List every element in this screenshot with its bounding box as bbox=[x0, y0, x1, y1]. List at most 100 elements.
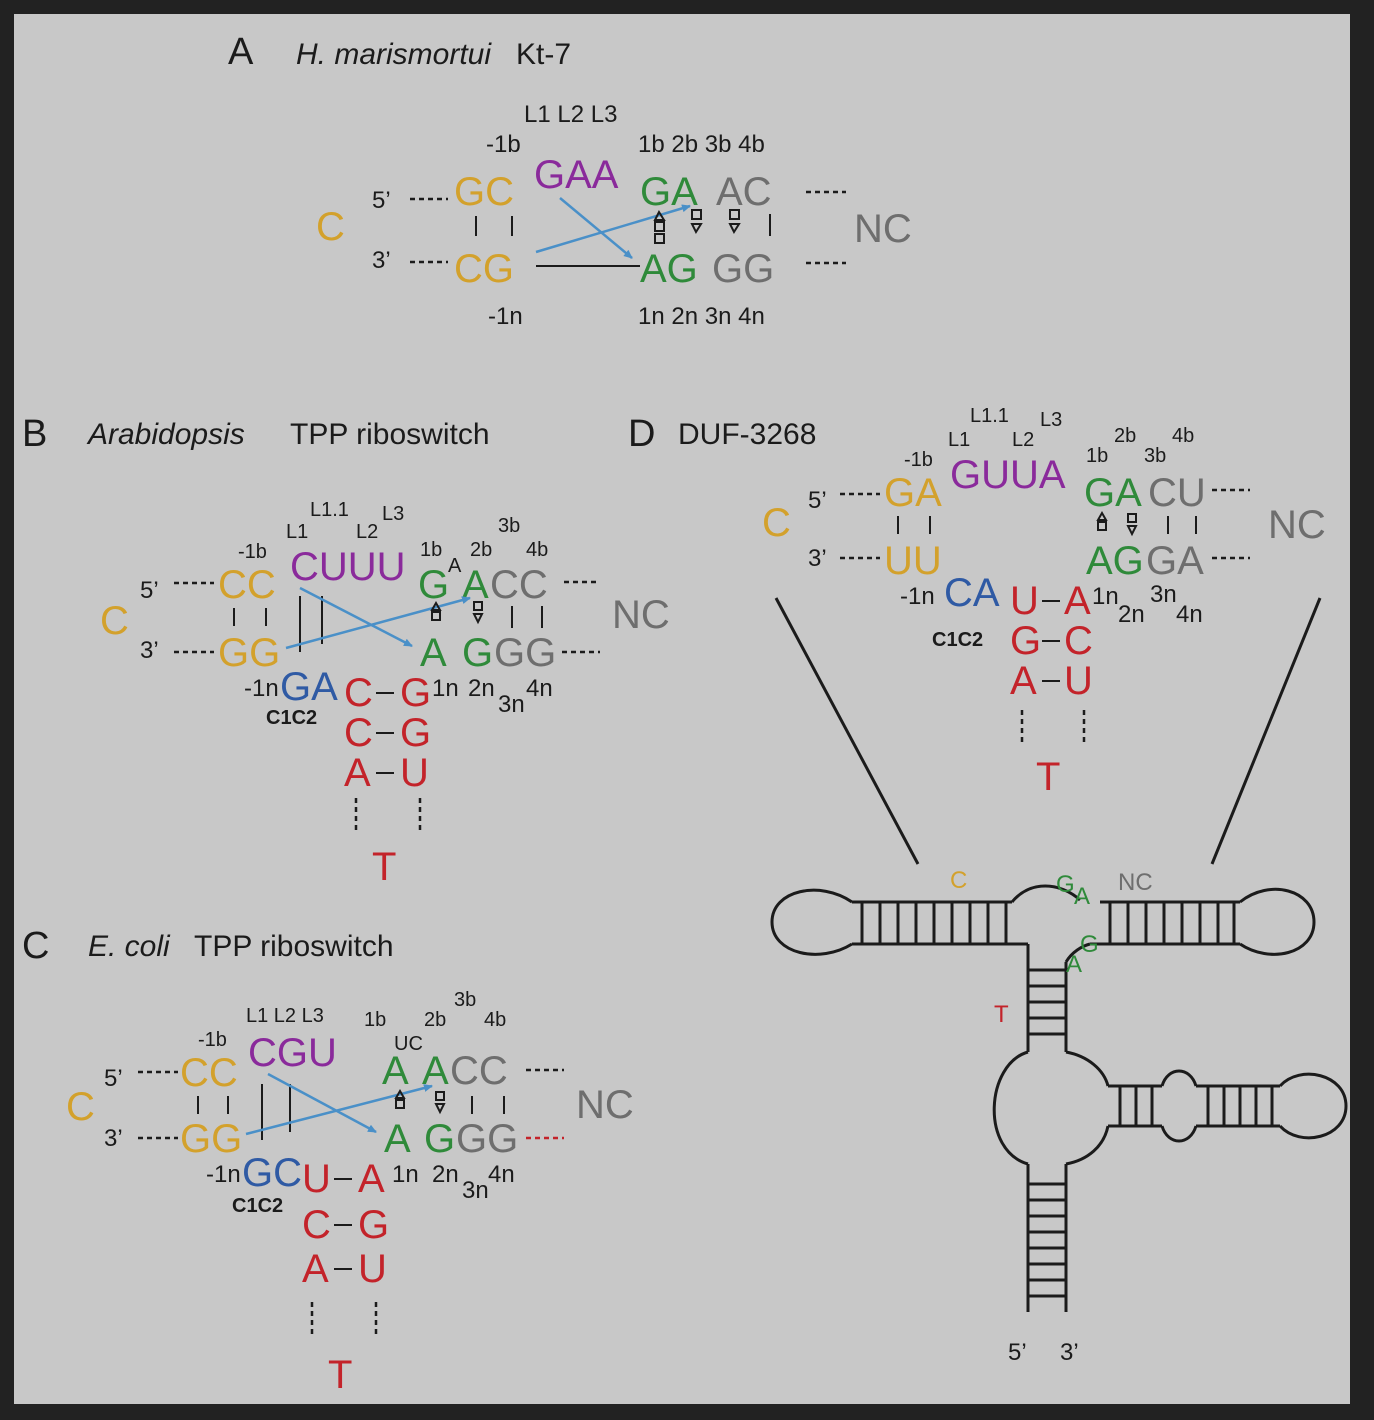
panel-d-c1c2: C1C2 bbox=[932, 629, 983, 651]
figure-panel bbox=[14, 14, 1350, 1404]
panel-c-4n: 4n bbox=[488, 1161, 515, 1188]
panel-d-3b: 3b bbox=[1144, 445, 1166, 467]
panel-c-top-cc: CC bbox=[180, 1051, 238, 1095]
panel-c-five-prime: 5’ bbox=[104, 1065, 123, 1092]
panel-d-letter: D bbox=[628, 413, 655, 455]
panel-d: D DUF-3268 L1.1 L1 L2 L3 -1b 1b 2b 3b 4b… bbox=[628, 405, 1348, 1366]
panel-a-minus1n: -1n bbox=[488, 303, 523, 330]
panel-d-five-prime: 5’ bbox=[808, 487, 827, 514]
overview-c-label: C bbox=[950, 867, 967, 894]
panel-c-title-italic: E. coli bbox=[88, 930, 171, 963]
panel-a-letter: A bbox=[228, 31, 254, 73]
panel-d-2n: 2n bbox=[1118, 601, 1145, 628]
panel-b-title-italic: Arabidopsis bbox=[86, 418, 245, 451]
panel-c-stem1-left: U bbox=[302, 1157, 331, 1201]
panel-b-top-cc: CC bbox=[218, 563, 276, 607]
panel-d-l11: L1.1 bbox=[970, 405, 1009, 427]
panel-b-three-prime: 3’ bbox=[140, 637, 159, 664]
panel-c-stem3-left: A bbox=[302, 1247, 329, 1291]
panel-c-stem2-left: C bbox=[302, 1203, 331, 1247]
panel-a-top-ac: AC bbox=[716, 170, 772, 214]
panel-d-4b: 4b bbox=[1172, 425, 1194, 447]
panel-b-stem2-right: G bbox=[400, 711, 431, 755]
panel-b-top-a: A bbox=[462, 563, 489, 607]
panel-d-minus1n: -1n bbox=[900, 583, 935, 610]
panel-c-bot-gg2: GG bbox=[456, 1117, 518, 1161]
panel-b-minus1n: -1n bbox=[244, 675, 279, 702]
panel-a-bot-cg: CG bbox=[454, 247, 514, 291]
panel-c-3n: 3n bbox=[462, 1177, 489, 1204]
panel-c-bot-g: G bbox=[424, 1117, 455, 1161]
panel-b-4b: 4b bbox=[526, 539, 548, 561]
panel-c: C E. coli TPP riboswitch L1 L2 L3 -1b 1b… bbox=[22, 925, 634, 1397]
panel-c-uc: UC bbox=[394, 1033, 423, 1055]
panel-a-five-prime: 5’ bbox=[372, 187, 391, 214]
overview-five-prime: 5’ bbox=[1008, 1339, 1027, 1366]
panel-b-1n: 1n bbox=[432, 675, 459, 702]
panel-b-stem3-left: A bbox=[344, 751, 371, 795]
overview-nc-label: NC bbox=[1118, 869, 1153, 896]
panel-c-stem2-right: G bbox=[358, 1203, 389, 1247]
panel-d-top-ga2: GA bbox=[1084, 471, 1142, 515]
panel-b-2b: 2b bbox=[470, 539, 492, 561]
panel-c-t-label: T bbox=[328, 1353, 352, 1397]
panel-c-minus1b: -1b bbox=[198, 1029, 227, 1051]
overview-a1: A bbox=[1074, 883, 1090, 910]
panel-d-4n: 4n bbox=[1176, 601, 1203, 628]
panel-c-bot-gg: GG bbox=[180, 1117, 242, 1161]
panel-d-loop: GUUA bbox=[950, 453, 1066, 497]
panel-d-bot-ag: AG bbox=[1086, 539, 1144, 583]
panel-c-letter: C bbox=[22, 925, 49, 967]
panel-b-c-label: C bbox=[100, 599, 129, 643]
panel-b-top-cc2: CC bbox=[490, 563, 548, 607]
panel-a-top-gc: GC bbox=[454, 170, 514, 214]
panel-b-stem2-left: C bbox=[344, 711, 373, 755]
panel-d-title: DUF-3268 bbox=[678, 418, 816, 451]
panel-d-minus1b: -1b bbox=[904, 449, 933, 471]
panel-a-title-italic: H. marismortui bbox=[296, 38, 492, 71]
panel-c-minus1n: -1n bbox=[206, 1161, 241, 1188]
panel-d-stem3-right: U bbox=[1064, 659, 1093, 703]
panel-d-bot-ga: GA bbox=[1146, 539, 1204, 583]
panel-b-stem1-right: G bbox=[400, 671, 431, 715]
panel-c-4b: 4b bbox=[484, 1009, 506, 1031]
panel-a-top-pos-labels: 1b 2b 3b 4b bbox=[638, 131, 765, 158]
panel-d-l3: L3 bbox=[1040, 409, 1062, 431]
overview-g1: G bbox=[1056, 871, 1075, 898]
riboswitch-overview bbox=[770, 884, 1348, 1312]
panel-a-three-prime: 3’ bbox=[372, 247, 391, 274]
panel-b-l3: L3 bbox=[382, 503, 404, 525]
panel-a-bot-gg: GG bbox=[712, 247, 774, 291]
overview-a2: A bbox=[1066, 951, 1082, 978]
panel-c-top-a1: A bbox=[382, 1049, 409, 1093]
panel-b-l11: L1.1 bbox=[310, 499, 349, 521]
panel-c-stem1-right: A bbox=[358, 1157, 385, 1201]
panel-d-nc-label: NC bbox=[1268, 503, 1326, 547]
panel-c-2b: 2b bbox=[424, 1009, 446, 1031]
panel-b-ga: GA bbox=[280, 665, 338, 709]
overview-t-label: T bbox=[994, 1001, 1009, 1028]
panel-c-nc-label: NC bbox=[576, 1083, 634, 1127]
panel-b-stem1-left: C bbox=[344, 671, 373, 715]
panel-d-stem2-left: G bbox=[1010, 619, 1041, 663]
panel-c-gc: GC bbox=[242, 1151, 302, 1195]
panel-d-l2: L2 bbox=[1012, 429, 1034, 451]
panel-d-stem1-right: A bbox=[1064, 579, 1091, 623]
panel-a-bot-pos-labels: 1n 2n 3n 4n bbox=[638, 303, 765, 330]
panel-d-top-cu: CU bbox=[1148, 471, 1206, 515]
panel-b-bot-gg2: GG bbox=[494, 631, 556, 675]
panel-c-stem3-right: U bbox=[358, 1247, 387, 1291]
panel-b-letter: B bbox=[22, 413, 47, 455]
overview-three-prime: 3’ bbox=[1060, 1339, 1079, 1366]
zoom-line-left bbox=[774, 597, 920, 865]
panel-d-stem2-right: C bbox=[1064, 619, 1093, 663]
panel-b: B Arabidopsis TPP riboswitch L1.1 L1 L2 … bbox=[22, 413, 670, 889]
panel-a-top-loop: GAA bbox=[534, 153, 619, 197]
panel-b-4n: 4n bbox=[526, 675, 553, 702]
panel-b-bulge-a: A bbox=[448, 555, 462, 577]
panel-b-bot-g: G bbox=[462, 631, 493, 675]
panel-d-stem3-left: A bbox=[1010, 659, 1037, 703]
panel-d-ca: CA bbox=[944, 571, 1000, 615]
panel-c-bot-a: A bbox=[384, 1117, 411, 1161]
